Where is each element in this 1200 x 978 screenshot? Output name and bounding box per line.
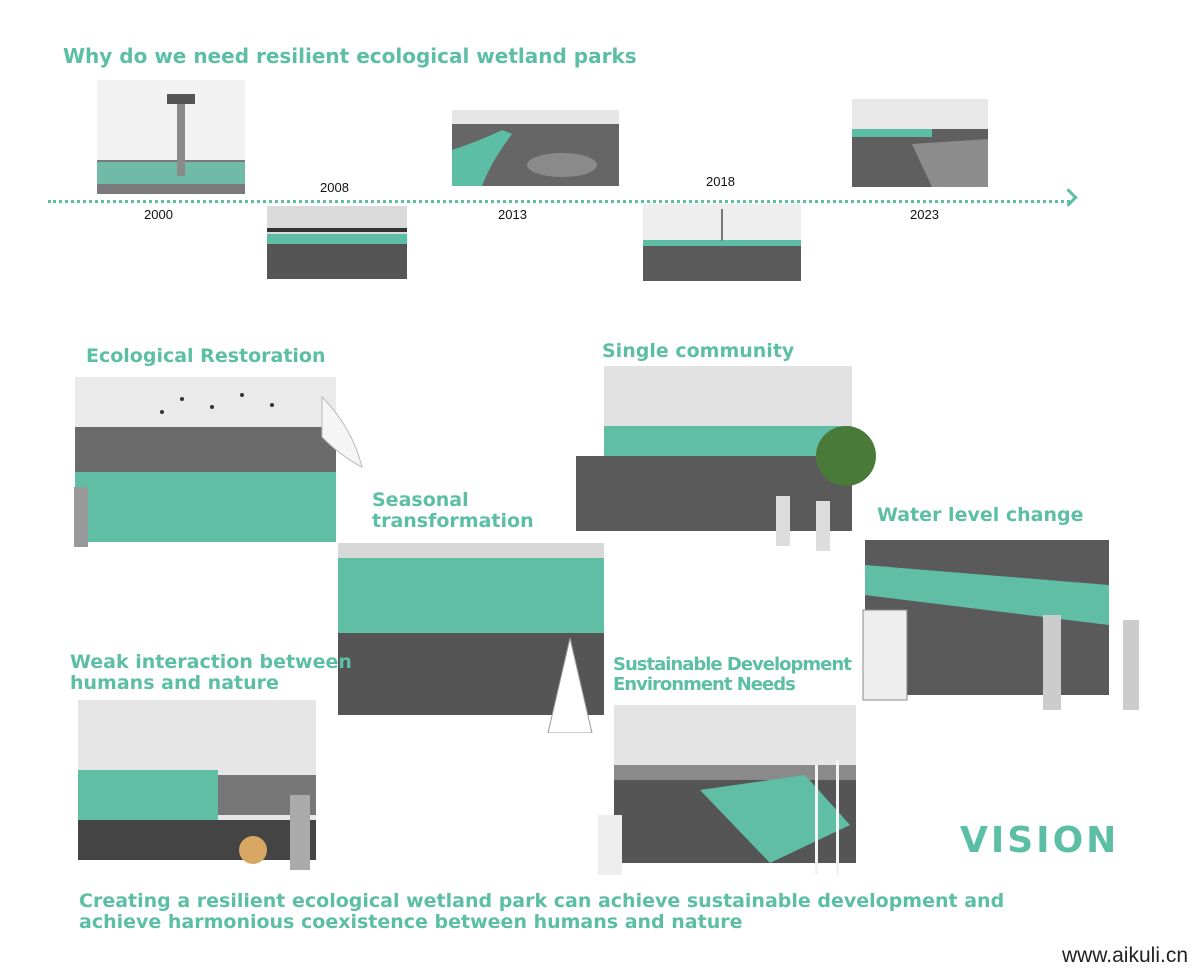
watermark: www.aikuli.cn xyxy=(1061,944,1188,967)
conclusion-line-2: achieve harmonious coexistence between h… xyxy=(79,911,743,933)
heading-ecological-restoration: Ecological Restoration xyxy=(86,345,326,367)
photo-ecological-restoration xyxy=(62,377,392,555)
heading-water-level-change: Water level change xyxy=(877,504,1084,526)
heading-sustainable-1: Sustainable Development xyxy=(613,654,852,675)
heading-sustainable-2: Environment Needs xyxy=(613,674,796,695)
tower-photo-icon xyxy=(97,80,245,194)
timeline-line xyxy=(48,200,1070,203)
park-aerial-icon xyxy=(852,99,988,187)
page-title: Why do we need resilient ecological wetl… xyxy=(63,44,637,68)
photo-2013 xyxy=(452,110,619,186)
river-aerial-icon xyxy=(452,110,619,186)
year-2008: 2008 xyxy=(320,180,349,195)
timeline-arrow-icon xyxy=(1059,188,1078,207)
photo-water-level-change xyxy=(843,540,1145,715)
wetland-photo-icon xyxy=(643,204,801,281)
photo-2008 xyxy=(267,206,407,279)
year-2013: 2013 xyxy=(498,207,527,222)
year-2018: 2018 xyxy=(706,174,735,189)
children-running-icon xyxy=(576,366,876,551)
birds-wetland-icon xyxy=(74,377,363,547)
photo-2018 xyxy=(643,204,801,281)
forest-grass-icon xyxy=(338,543,604,733)
photo-2000 xyxy=(97,80,245,194)
bridge-photo-icon xyxy=(267,206,407,279)
heading-weak-interaction-2: humans and nature xyxy=(70,672,279,694)
birdwatchers-icon xyxy=(78,700,316,870)
photo-seasonal-transformation xyxy=(338,543,604,733)
photo-2023 xyxy=(852,99,988,187)
heading-seasonal-1: Seasonal xyxy=(372,489,469,511)
vision-label: VISION xyxy=(960,820,1120,861)
heading-single-community: Single community xyxy=(602,340,795,362)
family-river-icon xyxy=(862,540,1139,710)
heading-weak-interaction-1: Weak interaction between xyxy=(70,651,352,673)
photo-weak-interaction xyxy=(78,700,336,876)
heading-seasonal-2: transformation xyxy=(372,510,534,532)
wind-turbine-aerial-icon xyxy=(598,705,856,875)
year-2023: 2023 xyxy=(910,207,939,222)
photo-sustainable-development xyxy=(590,705,868,885)
year-2000: 2000 xyxy=(144,207,173,222)
conclusion-line-1: Creating a resilient ecological wetland … xyxy=(79,890,1005,912)
photo-single-community xyxy=(576,366,894,578)
